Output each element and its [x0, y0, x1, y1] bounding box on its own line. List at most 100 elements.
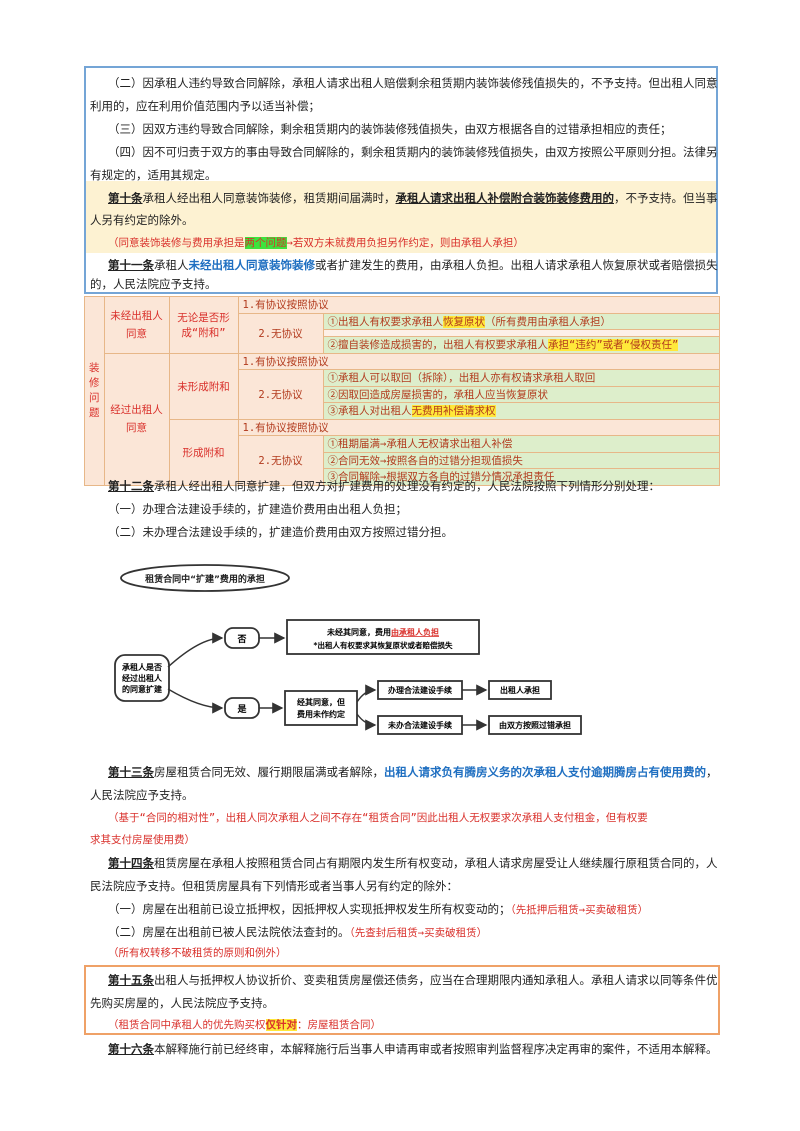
no-attach-rule-2: ②因取回造成房屋损害的，承租人应当恢复原状 [322, 385, 720, 403]
article-12-item-1: （一）办理合法建设手续的，扩建造价费用由出租人负担； [108, 502, 407, 516]
article-11-text2: 或者扩建发生的费用，由承租人负担。出租人请求承租人恢复原状或者赔偿损失 [315, 258, 718, 272]
flow-fault-box [488, 715, 582, 735]
article-15-line1: 第十五条出租人与抵押权人协议折价、变卖租赁房屋偿还债务，应当在合理期限内通知承租… [108, 973, 718, 987]
flow-title-ellipse [120, 564, 290, 592]
article-13-line1: 第十三条房屋租赁合同无效、履行期限届满或者解除，出租人请求负有腾房义务的次承租人… [108, 765, 718, 779]
attach-has-agreement: 1.有协议按照协议 [237, 418, 720, 436]
article-12-line: 第十二条承租人经出租人同意扩建，但双方对扩建费用的处理没有约定的，人民法院按照下… [108, 479, 660, 493]
article-16-line: 第十六条本解释施行前已经终审，本解释施行后当事人申请再审或者按照审判监督程序决定… [108, 1042, 718, 1056]
flow-yes-label: 是 [236, 704, 247, 715]
no-attach-no-agreement: 2.无协议 [237, 369, 324, 420]
article-10-highlight-band [86, 181, 716, 253]
attach-rule-1: ①租期届满→承租人无权请求出租人补偿 [322, 435, 720, 453]
flow-no-result-box [286, 619, 480, 655]
flow-landlord-label: 出租人承担 [500, 685, 540, 695]
article-10-note-part1: （同意装饰装修与费用承担是 [108, 237, 245, 249]
article-13-emphasis: 出租人请求负有腾房义务的次承租人支付逾期腾房占有使用费的 [384, 765, 706, 779]
article-14-line2: 民法院应予支持。但租赁房屋具有下列情形或者当事人另有约定的除外： [90, 879, 458, 893]
article-14-note: （所有权转移不破租赁的原则和例外） [108, 947, 287, 959]
para-4-line2: 有规定的，适用其规定。 [90, 168, 217, 182]
flow-landlord-box [488, 680, 552, 700]
article-14-item-1-text: （一）房屋在出租前已设立抵押权，因抵押权人实现抵押权发生所有权变动的； [108, 902, 511, 916]
attach-rule-3: ③合同解除→根据双方各自的过错分情况承担责任 [322, 468, 720, 486]
flow-yes-line2: 费用未作约定 [297, 709, 345, 719]
para-3: （三）因双方违约导致合同解除，剩余租赁期内的装饰装修残值损失，由双方根据各自的过… [108, 122, 672, 136]
blue-frame [84, 66, 718, 294]
unapproved-rule-2: ②擅自装修造成损害的，出租人有权要求承租人承担“违约”或者“侵权责任” [322, 336, 720, 354]
flow-fault-label: 由双方按照过错承担 [499, 720, 571, 730]
group-approved-attach: 形成附和 [168, 418, 239, 486]
article-14-item-1-note: （先抵押后租赁→买卖破租赁） [510, 904, 649, 916]
article-15-title: 第十五条 [108, 973, 154, 987]
article-15-note-highlight: 仅针对 [265, 1019, 297, 1031]
attach-no-agreement: 2.无协议 [237, 435, 324, 486]
unapproved-has-agreement: 1.有协议按照协议 [237, 296, 720, 314]
article-13-title: 第十三条 [108, 765, 154, 779]
article-12-title: 第十二条 [108, 479, 154, 493]
article-13-line2: 人民法院应予支持。 [90, 788, 194, 802]
group-approved-no-attach: 未形成附和 [168, 352, 239, 420]
article-12-item-2: （二）未办理合法建设手续的，扩建造价费用由双方按照过错分担。 [108, 525, 453, 539]
para-2-line2: 利用的，应在利用价值范围内予以适当补偿； [90, 99, 320, 113]
flow-no-result-line2: *出租人有权要求其恢复原状或者赔偿损失 [314, 640, 453, 650]
orange-frame [84, 965, 720, 1035]
para-4-line1: （四）因不可归责于双方的事由导致合同解除的，剩余租赁期内的装饰装修残值损失，由双… [108, 145, 718, 159]
article-15-text1: 出租人与抵押权人协议折价、变卖租赁房屋偿还债务，应当在合理期限内通知承租人。承租… [154, 973, 718, 987]
article-10-text2: ，不予支持。但当事 [614, 191, 718, 205]
article-16-text: 本解释施行前已经终审，本解释施行后当事人申请再审或者按照审判监督程序决定再审的案… [154, 1042, 718, 1056]
article-15-note-part1: （租赁合同中承租人的优先购买权 [108, 1019, 266, 1031]
article-10-line1: 第十条承租人经出租人同意装饰装修，租赁期间届满时，承租人请求出租人补偿附合装饰装… [108, 191, 718, 205]
flow-no-result-line1: 未经其同意，费用由承租人负担 [326, 627, 439, 637]
article-10-title: 第十条 [108, 191, 143, 205]
article-14-item-1: （一）房屋在出租前已设立抵押权，因抵押权人实现抵押权发生所有权变动的；（先抵押后… [108, 902, 648, 917]
article-11-title: 第十一条 [108, 258, 154, 272]
article-16-title: 第十六条 [108, 1042, 154, 1056]
group-unapproved-sub: 无论是否形成“附和” [168, 296, 239, 354]
article-15-note: （租赁合同中承租人的优先购买权仅针对：房屋租赁合同） [108, 1018, 381, 1032]
para-2-line1: （二）因承租人违约导致合同解除，承租人请求出租人赔偿剩余租赁期内装饰装修残值损失… [108, 76, 718, 90]
flow-illegal-label: 未办合法建设手续 [387, 720, 452, 730]
flow-yes-result-box [284, 690, 358, 726]
flow-yes-line1: 经其同意，但 [297, 697, 345, 707]
unapproved-rule-1: ①出租人有权要求承租人恢复原状（所有费用由承租人承担） [322, 312, 720, 330]
group-approved: 经过出租人同意 [103, 352, 170, 486]
flow-start-line2: 经过出租人 [122, 673, 163, 683]
attach-rule-2: ②合同无效→按照各自的过错分担现值损失 [322, 451, 720, 469]
flow-legal-label: 办理合法建设手续 [388, 685, 452, 695]
article-11-emphasis: 未经出租人同意装饰装修 [188, 258, 316, 272]
no-attach-rule-1: ①承租人可以取回（拆除），出租人亦有权请求承租人取回 [322, 369, 720, 387]
article-14-text1: 租赁房屋在承租人按照租赁合同占有期限内发生所有权变动，承租人请求房屋受让人继续履… [154, 856, 718, 870]
article-14-item-2: （二）房屋在出租前已被人民法院依法查封的。（先查封后租赁→买卖破租赁） [108, 925, 487, 940]
article-14-item-2-text: （二）房屋在出租前已被人民法院依法查封的。 [108, 925, 350, 939]
article-15-line2: 先购买房屋的，人民法院应予支持。 [90, 996, 274, 1010]
expansion-flowchart: 租赁合同中“扩建”费用的承担 承租人是否 经过出租人 的同意扩建 否 未经其同意… [114, 564, 582, 735]
article-10-note-highlight: 两个问题 [244, 237, 287, 249]
flow-title: 租赁合同中“扩建”费用的承担 [145, 573, 265, 585]
unapproved-no-agreement: 2.无协议 [237, 312, 324, 354]
no-attach-rule-3: ③承租人对出租人无费用补偿请求权 [322, 402, 720, 420]
renovation-table: 装修问题 未经出租人同意 无论是否形成“附和” 1.有协议按照协议 2.无协议 … [84, 296, 720, 486]
article-12-text: 承租人经出租人同意扩建，但双方对扩建费用的处理没有约定的，人民法院按照下列情形分… [154, 479, 660, 493]
article-14-title: 第十四条 [108, 856, 154, 870]
flow-no-label: 否 [236, 634, 246, 645]
article-10-text1: 承租人经出租人同意装饰装修，租赁期间届满时， [142, 191, 396, 205]
article-10-note: （同意装饰装修与费用承担是两个问题→若双方未就费用负担另作约定，则由承租人承担） [108, 236, 524, 250]
table-side-label: 装修问题 [84, 296, 105, 486]
article-13-note-line1: （基于“合同的相对性”，出租人同次承租人之间不存在“租赁合同”因此出租人无权要求… [108, 812, 648, 824]
article-15-note-part2: ：房屋租赁合同） [297, 1019, 381, 1031]
article-14-line1: 第十四条租赁房屋在承租人按照租赁合同占有期限内发生所有权变动，承租人请求房屋受让… [108, 856, 718, 870]
unapproved-spacer [322, 329, 720, 337]
article-13-note-line2: 求其支付房屋使用费） [90, 834, 195, 846]
article-10-note-part2: →若双方未就费用负担另作约定，则由承租人承担） [286, 237, 524, 249]
no-attach-has-agreement: 1.有协议按照协议 [237, 352, 720, 370]
article-10-emphasis: 承租人请求出租人补偿附合装饰装修费用的 [395, 191, 615, 205]
article-11-line1: 第十一条承租人未经出租人同意装饰装修或者扩建发生的费用，由承租人负担。出租人请求… [108, 258, 718, 272]
article-14-item-2-note: （先查封后租赁→买卖破租赁） [349, 927, 488, 939]
flow-start-line3: 的同意扩建 [122, 684, 163, 694]
flow-start-line1: 承租人是否 [122, 662, 162, 672]
article-10-line2: 人另有约定的除外。 [90, 213, 194, 227]
article-11-line2: 的，人民法院应予支持。 [90, 277, 217, 291]
group-unapproved: 未经出租人同意 [103, 296, 170, 354]
flow-start-box [114, 654, 170, 702]
